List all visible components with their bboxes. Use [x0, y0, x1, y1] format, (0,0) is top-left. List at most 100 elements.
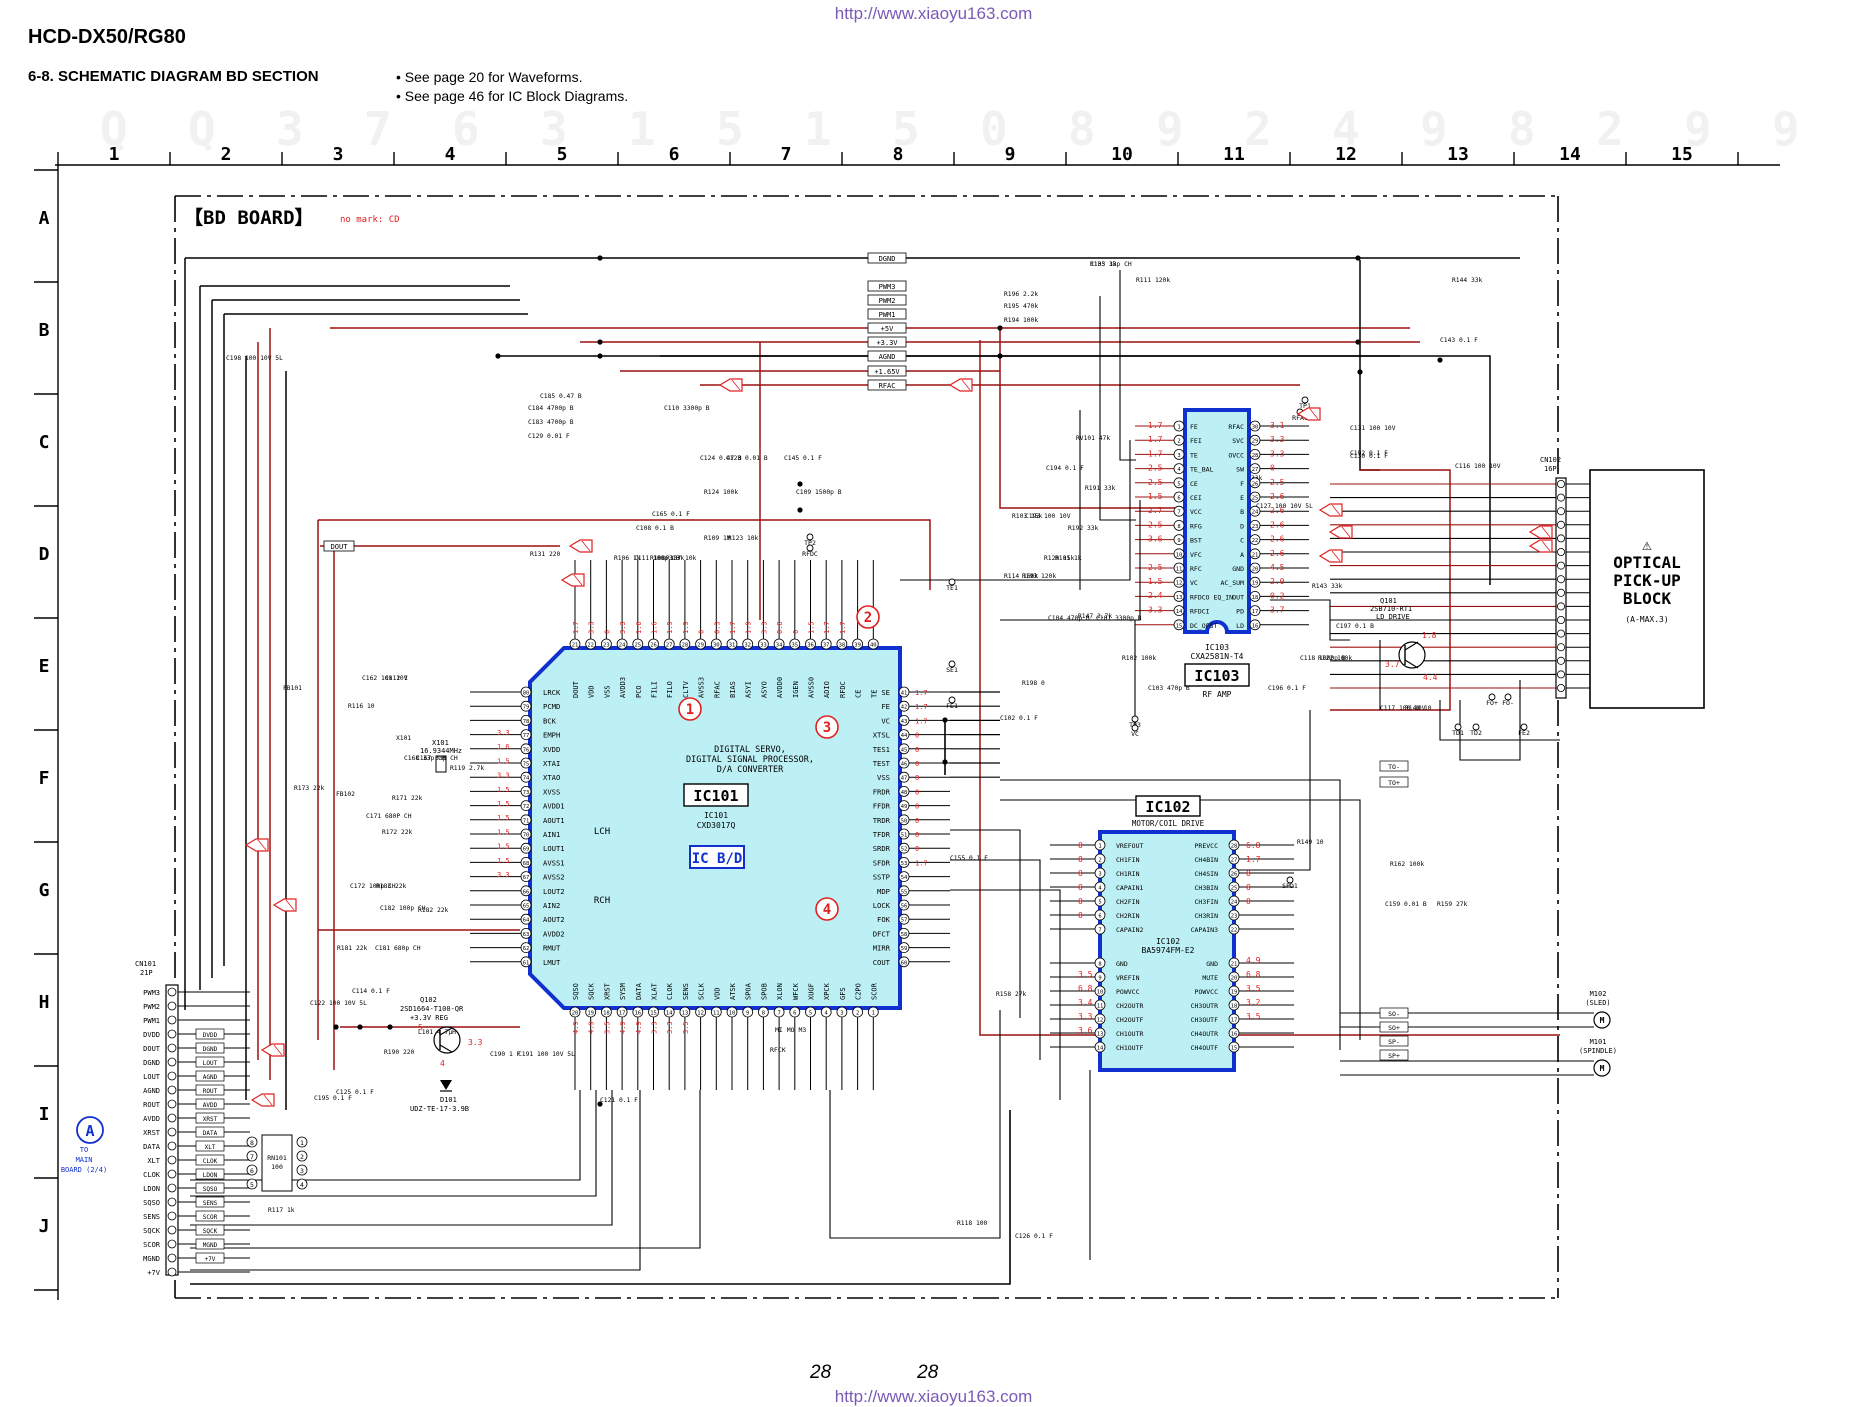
rail [1359, 260, 1380, 471]
ic101-pin-label: AOUT1 [543, 816, 565, 825]
grid-row-label: G [39, 880, 50, 901]
ic102-pin-label: CH3BIN [1195, 884, 1219, 892]
bus-label-pwm2: PWM2 [879, 297, 896, 305]
bus-tag [195, 1084, 225, 1096]
voltage-label: 0.3 [713, 621, 721, 634]
ic103-pin [1173, 619, 1185, 631]
source-url-top[interactable]: http://www.xiaoyu163.com [834, 4, 1033, 23]
ic101-rfck: RFCK [770, 1046, 786, 1054]
ic102-pin-label: CH2OUTR [1116, 1002, 1143, 1010]
voltage-label: 1.7 [915, 859, 928, 867]
ic102-pin-label: CH1RIN [1116, 870, 1140, 878]
ic101-pin [726, 638, 738, 650]
cn101-size: 21P [140, 969, 153, 977]
ic102-part: BA5974FM-E2 [1142, 946, 1195, 955]
junction-dot [597, 339, 603, 345]
ic103-pin-number: 7 [1177, 510, 1180, 516]
junction-dot [597, 255, 603, 261]
bus-tag [195, 1028, 225, 1040]
wiring [174, 195, 1594, 1299]
cn102-pin [1557, 616, 1566, 625]
voltage-label: 1.9 [745, 621, 753, 634]
ic102-pin-label: GND [1206, 960, 1218, 968]
ic101-pin [648, 1006, 659, 1018]
waveform-marker-label: 1 [686, 702, 694, 718]
ic101-pin-label: AVDD3 [619, 677, 627, 698]
ic102-pin-number: 12 [1097, 1018, 1104, 1024]
grid-col-label: 1 [109, 144, 120, 165]
voltage-label: 0 [915, 760, 919, 768]
voltage-label: 2.6 [1270, 492, 1285, 501]
ic101-pin-label: DATA [635, 982, 643, 1000]
component-label: FB102 [336, 791, 355, 798]
voltage-label: 1.9 [682, 621, 690, 634]
test-label: FE1 [946, 702, 958, 710]
ic102-pin-number: 20 [1231, 976, 1238, 982]
ic101-pin-label: TFDR [873, 830, 891, 839]
bus-tag-label: AGND [203, 1074, 218, 1081]
q102-ref: Q102 [420, 996, 437, 1004]
ic101-pin-number: 1 [872, 1011, 875, 1017]
cn101-pin-label: +7V [147, 1269, 160, 1277]
ic103-pin [1173, 520, 1185, 531]
ic101-pin [758, 638, 769, 650]
ic103-pin-number: 14 [1176, 609, 1183, 615]
ic101-pin [520, 899, 532, 911]
wire [950, 859, 1041, 1060]
component-label: R172 22k [382, 829, 413, 836]
voltage-label: 3.3 [666, 1021, 674, 1034]
bus-tag [195, 1238, 225, 1250]
signal-arrow-hatch [263, 1094, 273, 1106]
ic101-function: D/A CONVERTER [717, 765, 784, 775]
ic103-pin-label: AC_SUM [1221, 579, 1245, 587]
component-label: C109 1500p B [796, 489, 842, 496]
bus-tag [195, 1182, 225, 1194]
ic103-pin [1249, 562, 1261, 574]
ic102-pin-number: 4 [1098, 886, 1102, 892]
ic101-pin-label: SFDR [873, 858, 891, 867]
ic101-pin-number: 52 [901, 847, 908, 853]
ic101-pin-number: 74 [523, 776, 530, 782]
ic101-pin-label: FRDR [873, 787, 891, 796]
ic103-pin [1249, 534, 1261, 545]
ic101-pin-label: AVSS0 [808, 677, 816, 698]
component-label: C102 0.1 F [1000, 715, 1038, 722]
ic102-pin-number: 15 [1231, 1046, 1238, 1052]
ic101-pin [898, 700, 910, 712]
voltage-label: 3.5 [1078, 970, 1093, 979]
voltage-label: 2.5 [1148, 478, 1163, 487]
voltage-label: 1.9 [666, 621, 674, 634]
ic103-pin-label: CEI [1190, 494, 1202, 502]
ic102-pin [1228, 853, 1240, 865]
source-url-bottom[interactable]: http://www.xiaoyu163.com [834, 1387, 1033, 1406]
ic101-pin [805, 638, 816, 650]
component-label: C125 0.1 F [336, 1089, 374, 1096]
test-point [1472, 723, 1480, 731]
voltage-label: 1.7 [1246, 855, 1261, 864]
voltage-label: 3.3 [760, 621, 768, 634]
ic103-pin-label: RFDCI [1190, 608, 1210, 616]
cn101-pin-label: XRST [143, 1129, 161, 1137]
component-label: R159 27k [1437, 901, 1468, 908]
test-label: TP2 [804, 539, 816, 547]
ic103-pin-number: 10 [1176, 552, 1183, 558]
cn101-pin [167, 1015, 177, 1025]
voltage-label: 3.2 [1246, 998, 1261, 1007]
ic102-pin-number: 6 [1098, 914, 1101, 920]
ic102-pin [1094, 881, 1106, 893]
ic103-pin [1249, 505, 1261, 517]
ic102-pin-number: 10 [1097, 990, 1104, 996]
test-label: SPD1 [1282, 882, 1298, 890]
ic101-pin-number: 45 [901, 747, 908, 753]
ic102-pin [1228, 957, 1240, 969]
bus-tag [195, 1252, 225, 1264]
bus-tag [195, 1070, 225, 1082]
ic102-pin [1228, 923, 1240, 935]
q101-part: 2SB710-RT1 [1370, 605, 1412, 613]
ic102-pin-label: CH4OUTR [1191, 1030, 1218, 1038]
ic103-pin-label: SVC [1232, 437, 1244, 445]
ic101-pin [898, 814, 910, 826]
bus-tag-label: SO- [1388, 1010, 1400, 1018]
bus-tag [867, 322, 907, 334]
